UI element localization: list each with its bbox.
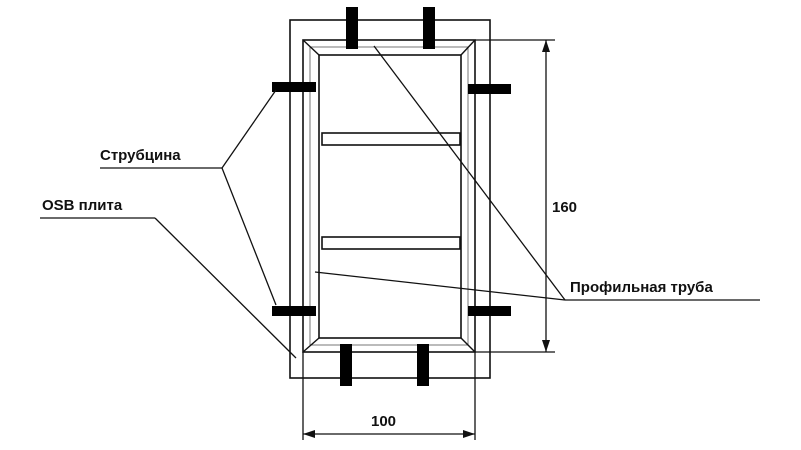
clamp-right-upper — [468, 84, 511, 94]
clamp-left-lower — [272, 306, 316, 316]
dimension-height — [475, 39, 555, 353]
pipe-frame-inner — [318, 54, 462, 339]
label-clamp: Струбцина — [100, 147, 181, 164]
dimension-height-value: 160 — [552, 199, 577, 216]
clamp-left-upper — [272, 82, 316, 92]
pipe-frame-mid — [309, 46, 469, 346]
frame-corner-miters — [302, 39, 476, 353]
clamp-bottom-left — [340, 344, 352, 386]
label-pipe: Профильная труба — [570, 279, 713, 296]
label-osb: OSB плита — [42, 197, 123, 214]
dimension-width-value: 100 — [371, 413, 396, 430]
pipe-frame-outer — [302, 39, 476, 353]
osb-board — [289, 19, 491, 379]
dimension-width — [302, 352, 476, 440]
clamps — [272, 7, 511, 386]
cross-bar-lower — [321, 236, 461, 250]
clamp-top-right — [423, 7, 435, 49]
cross-bar-upper — [321, 132, 461, 146]
clamp-bottom-right — [417, 344, 429, 386]
clamp-top-left — [346, 7, 358, 49]
leader-lines — [40, 45, 760, 359]
clamp-right-lower — [468, 306, 511, 316]
